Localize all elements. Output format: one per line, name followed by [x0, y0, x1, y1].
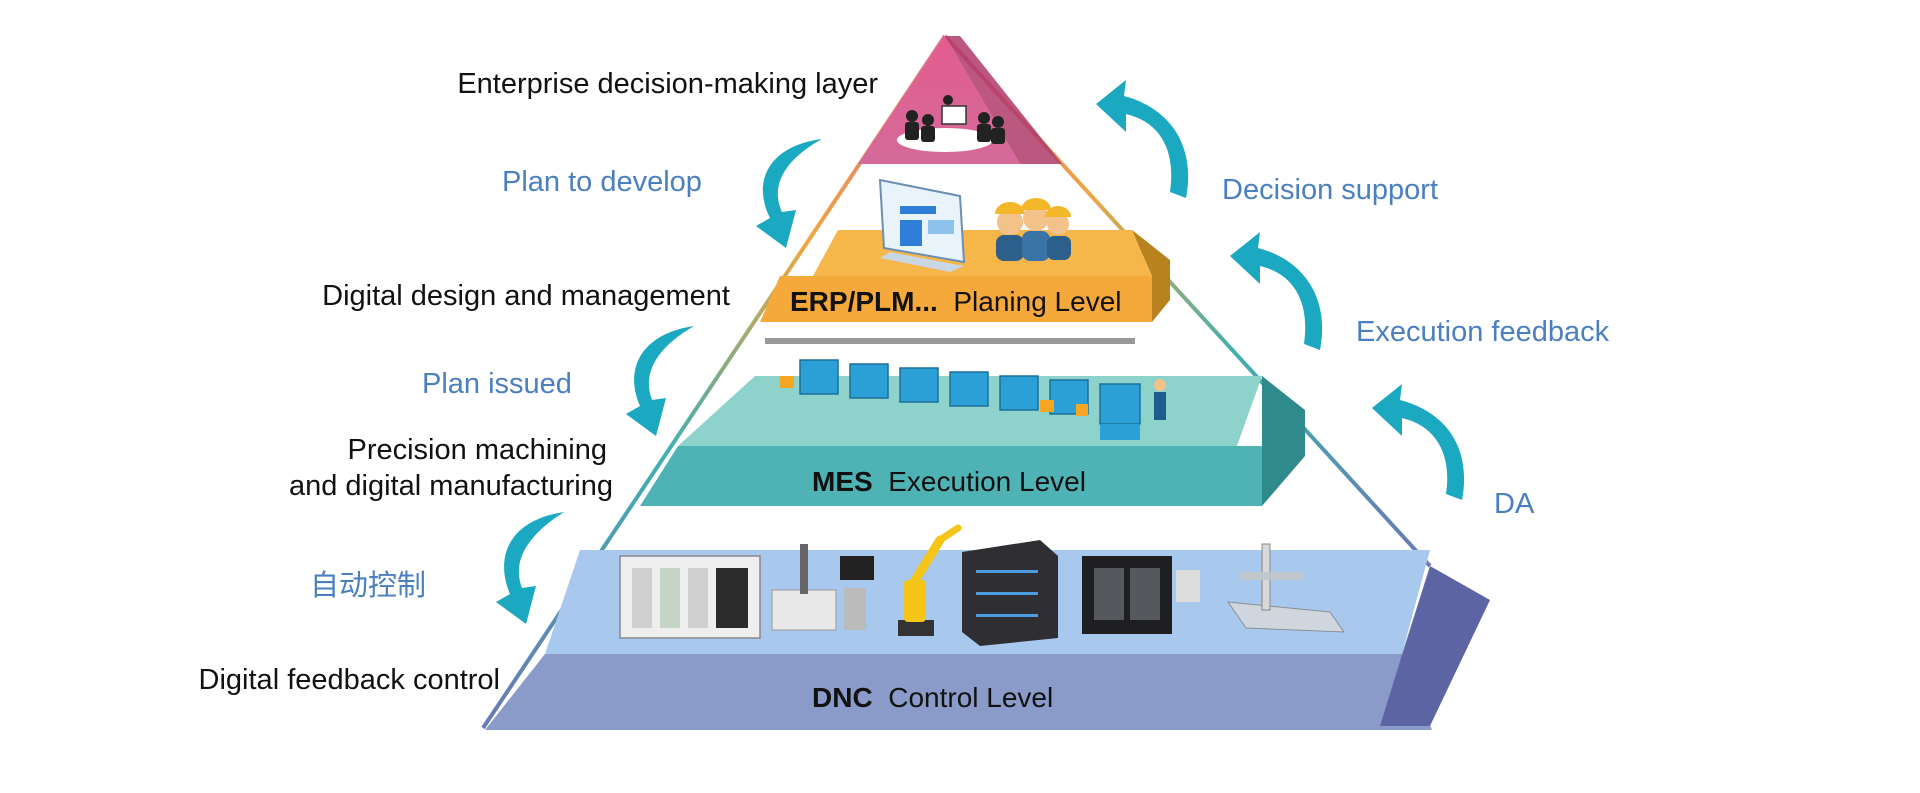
- enterprise-layer-label: Enterprise decision-making layer: [457, 68, 878, 100]
- plan-issued-arrow-icon: [626, 326, 694, 436]
- planning-level-name: Planing Level: [953, 286, 1122, 317]
- robot-arm-icon: [898, 524, 962, 636]
- up-arrows: [1096, 80, 1465, 500]
- decision-support-label: Decision support: [1222, 174, 1438, 206]
- execution-level-label: MES Execution Level: [812, 465, 1086, 499]
- meeting-icon: [897, 95, 1005, 152]
- workers-icon: [995, 198, 1071, 261]
- plc-icon: [619, 555, 761, 639]
- planning-level-code: ERP/PLM...: [790, 286, 938, 317]
- enterprise-layer: [858, 36, 1062, 164]
- auto-control-arrow-icon: [496, 512, 564, 624]
- plan-develop-arrow-icon: [756, 139, 822, 248]
- machining-layer-label-line1: Precision machining: [347, 434, 607, 466]
- inspection-machine-icon: [771, 544, 874, 631]
- da-label: DA: [1494, 488, 1535, 520]
- execution-layer: [640, 338, 1305, 506]
- control-level-name: Control Level: [888, 682, 1054, 713]
- control-level-code: DNC: [812, 682, 873, 713]
- control-layer: [485, 524, 1490, 730]
- planning-layer: [760, 178, 1170, 322]
- machining-layer-label-line2: and digital manufacturing: [288, 470, 613, 502]
- design-layer-label: Digital design and management: [322, 280, 730, 312]
- monitor-icon: [878, 178, 966, 272]
- planning-level-label: ERP/PLM... Planing Level: [790, 285, 1121, 319]
- da-arrow-icon: [1372, 384, 1465, 500]
- auto-control-label: 自动控制: [310, 570, 427, 602]
- feedback-layer-label: Digital feedback control: [198, 664, 500, 696]
- cnc-machine-icon: [1082, 556, 1200, 634]
- production-line-icon: [765, 338, 1166, 440]
- decision-support-arrow-icon: [1096, 80, 1189, 198]
- control-level-label: DNC Control Level: [812, 681, 1053, 715]
- plan-issued-label: Plan issued: [422, 368, 572, 400]
- execution-level-code: MES: [812, 466, 873, 497]
- execution-feedback-arrow-icon: [1230, 232, 1323, 350]
- execution-feedback-label: Execution feedback: [1356, 316, 1610, 348]
- server-icon: [962, 540, 1058, 646]
- execution-level-name: Execution Level: [888, 466, 1086, 497]
- plan-develop-label: Plan to develop: [502, 166, 702, 198]
- down-arrows: [496, 139, 822, 624]
- gantry-machine-icon: [1226, 543, 1345, 633]
